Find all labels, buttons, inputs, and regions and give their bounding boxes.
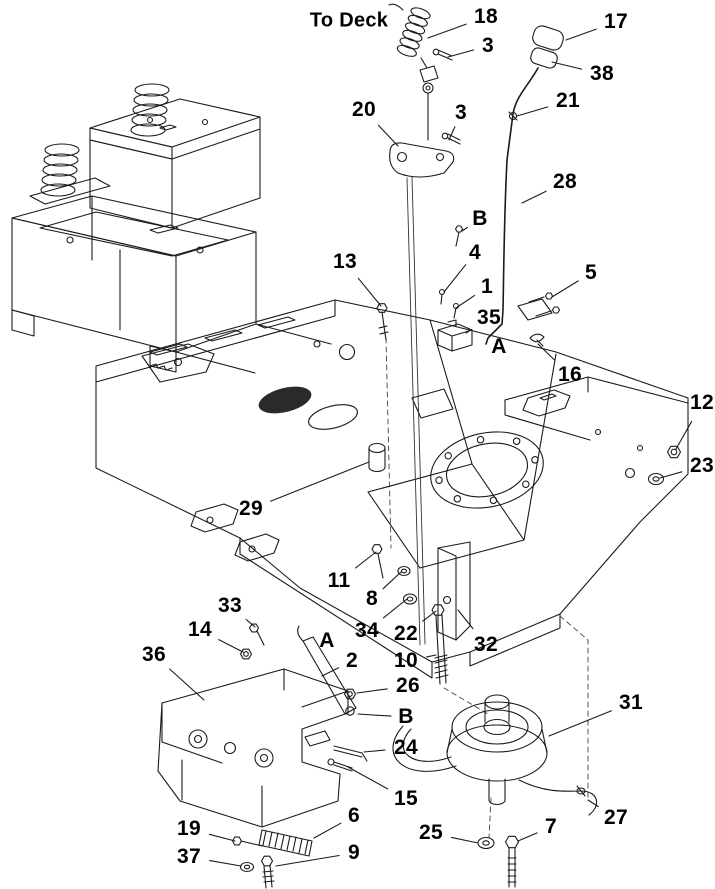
lift-lever-plate [389,142,455,178]
handle-and-rod [485,25,564,347]
leader-line [461,226,469,232]
leader-line [548,710,613,737]
seat-spring-right [130,83,170,137]
leader-line [245,618,256,628]
washer-23 [647,472,665,486]
cotter-pin-top [432,48,453,61]
washer-8 [397,565,411,577]
nut-12 [666,445,682,459]
leader-line [382,571,402,590]
washer-37 [239,861,255,873]
seat-latch [141,343,215,383]
leader-line [659,471,683,479]
safety-switch [437,319,473,352]
switch-screws [438,288,460,319]
engine-mount-hole [430,431,544,509]
clevis-link [419,65,439,141]
bolt-33 [248,623,265,646]
leader-line [517,832,538,842]
seat-frame-assembly [11,83,332,383]
leader-line [426,654,437,658]
leader-line [455,294,476,309]
leader-line [422,610,437,622]
linkage-rods [385,176,589,839]
leader-line [551,61,583,70]
nut-14 [239,648,253,660]
leader-line [427,23,467,39]
leader-line [447,49,475,58]
leader-line [208,833,236,842]
seat-spring-left [40,143,80,197]
leader-line [357,277,382,307]
bolt-22-10 [431,604,449,685]
leader-line [347,766,389,790]
leader-line [587,799,599,808]
spring-6 [258,829,313,857]
washer-25 [477,836,495,850]
leader-line [537,343,556,361]
bolt-19 [231,836,263,847]
pin-15 [327,758,353,772]
idler-arm [297,625,357,716]
leader-line [377,124,399,147]
deck-lift-spring [388,3,431,69]
chassis-plate [95,299,689,679]
spacer-29 [368,442,386,473]
carriage-bolt-b [454,225,464,247]
leader-line [321,667,340,677]
leader-line [457,609,474,630]
leader-line [313,822,342,839]
leader-line [516,106,549,117]
leader-line [465,328,472,334]
washer-34 [402,593,418,605]
bolt-11 [371,544,384,579]
leader-line [209,860,242,867]
leader-lines [169,23,693,867]
leader-line [357,713,392,717]
pivot-channel-bracket [437,541,471,641]
leader-line [450,836,479,844]
leader-line [565,28,597,41]
leader-line [269,461,370,502]
leader-line [169,668,205,701]
leader-line [448,126,456,141]
leader-line [363,749,386,753]
leader-line [356,688,388,694]
leader-line [675,420,693,450]
leader-line [551,280,579,298]
leader-line [382,598,408,619]
leader-line [521,190,547,204]
leader-line [275,854,340,867]
bolt-7 [504,835,520,888]
belt-guide-24 [333,745,368,762]
leader-line [443,264,467,293]
leader-line [354,551,377,569]
lower-bracket-36 [157,668,349,828]
idler-pulley-31 [392,694,548,806]
leader-line [218,639,244,653]
cable-27 [518,779,598,816]
bolt-9 [260,855,275,889]
